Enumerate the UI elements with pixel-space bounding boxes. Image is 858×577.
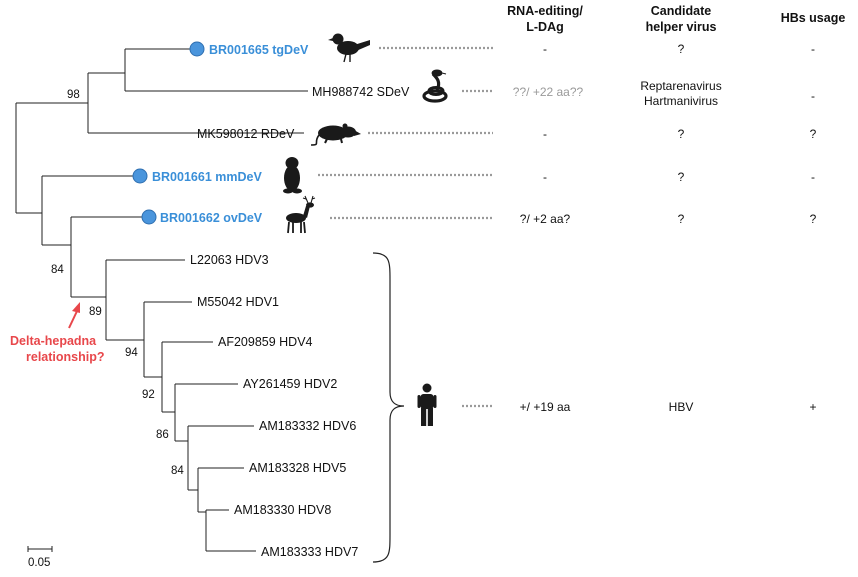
cell-rna-editing: ?/ +2 aa?	[520, 212, 571, 226]
cell-helper: HBV	[669, 400, 694, 414]
header-rna-editing-line-1: RNA-editing/	[507, 4, 583, 18]
rodent-icon	[310, 123, 361, 146]
cell-rna-editing: +/ +19 aa	[520, 400, 571, 414]
header-helper-line-1: Candidate	[651, 4, 711, 18]
header-helper-line-2: helper virus	[646, 20, 717, 34]
dotted-leaders	[318, 46, 493, 408]
cell-helper: ?	[678, 170, 685, 184]
header-rna-editing-line-2: L-DAg	[526, 20, 564, 34]
tip-label-hdv5: AM183328 HDV5	[249, 461, 346, 475]
bootstrap-label: 94	[125, 347, 138, 359]
highlight-dot-ovdev	[141, 209, 157, 225]
cell-hbs: +	[809, 400, 816, 414]
bootstrap-label: 98	[67, 89, 80, 101]
header-hbs-usage: HBs usage	[781, 11, 846, 25]
cell-rna-editing: -	[543, 170, 547, 184]
bootstrap-label: 86	[156, 429, 169, 441]
tip-label-hdv2: AY261459 HDV2	[243, 377, 337, 391]
tree-branches	[15, 48, 308, 552]
hdv-clade-brace	[372, 252, 405, 563]
cell-rna-editing: ??/ +22 aa??	[513, 85, 584, 99]
highlight-dot-mmdev	[132, 168, 148, 184]
delta-hepadna-annotation: Delta-hepadna relationship?	[10, 302, 104, 364]
deer-icon	[286, 195, 316, 234]
bootstrap-label: 84	[171, 465, 184, 477]
tip-label-hdv1: M55042 HDV1	[197, 295, 279, 309]
tip-label-tgdev: BR001665 tgDeV	[209, 43, 309, 57]
bootstrap-label: 84	[51, 264, 64, 276]
cell-helper: ?	[678, 127, 685, 141]
cell-helper: Hartmanivirus	[644, 94, 718, 108]
cell-hbs: ?	[810, 212, 817, 226]
bird-icon	[328, 33, 370, 63]
cell-helper: ?	[678, 42, 685, 56]
tip-label-sdev: MH988742 SDeV	[312, 85, 410, 99]
annotation-arrow-shaft	[68, 308, 79, 329]
bootstrap-label: 92	[142, 389, 155, 401]
cell-helper: ?	[678, 212, 685, 226]
arrow-up-icon	[72, 302, 80, 313]
scale-bar-line	[27, 546, 53, 552]
tip-labels: BR001665 tgDeV MH988742 SDeV MK598012 RD…	[152, 43, 410, 559]
marmot-icon	[283, 157, 302, 194]
cell-hbs: ?	[810, 127, 817, 141]
cell-rna-editing: -	[543, 42, 547, 56]
tip-label-hdv7: AM183333 HDV7	[261, 545, 358, 559]
tip-label-hdv6: AM183332 HDV6	[259, 419, 356, 433]
cell-rna-editing: -	[543, 127, 547, 141]
human-icon	[417, 383, 437, 426]
tip-label-hdv3: L22063 HDV3	[190, 253, 269, 267]
cell-hbs: -	[811, 89, 815, 103]
tip-label-mmdev: BR001661 mmDeV	[152, 170, 262, 184]
bootstrap-values: 98 84 89 94 92 86 84	[51, 89, 184, 477]
tip-label-rdev: MK598012 RDeV	[197, 127, 295, 141]
cell-helper: Reptarenavirus	[640, 79, 721, 93]
annotation-line-2: relationship?	[26, 350, 104, 364]
highlight-dot-tgdev	[189, 41, 205, 57]
snake-icon	[422, 69, 448, 103]
scale-bar: 0.05	[27, 546, 53, 569]
cell-hbs: -	[811, 42, 815, 56]
cell-hbs: -	[811, 170, 815, 184]
table-cells: - ? - ??/ +22 aa?? Reptarenavirus Hartma…	[513, 42, 817, 414]
scale-bar-label: 0.05	[28, 557, 50, 569]
tip-label-ovdev: BR001662 ovDeV	[160, 211, 263, 225]
tip-label-hdv8: AM183330 HDV8	[234, 503, 331, 517]
bootstrap-label: 89	[89, 306, 102, 318]
tip-label-hdv4: AF209859 HDV4	[218, 335, 313, 349]
column-headers: RNA-editing/ L-DAg Candidate helper viru…	[507, 4, 845, 34]
annotation-line-1: Delta-hepadna	[10, 334, 97, 348]
